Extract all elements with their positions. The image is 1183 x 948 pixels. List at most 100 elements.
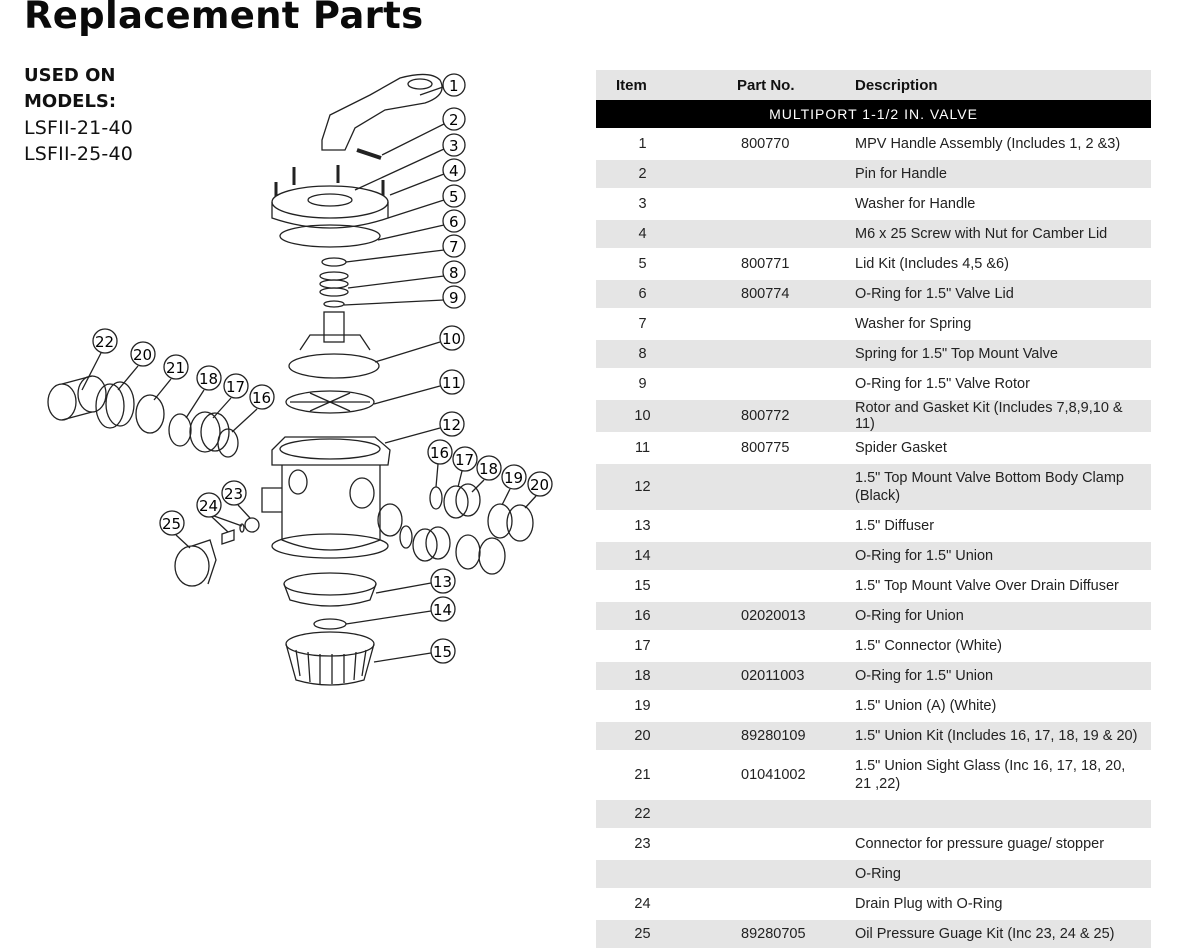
callout-labels: 1 2 3 4 5 6 7 8 9 10 11 12 13 14 15 22 2… xyxy=(81,73,553,664)
svg-text:22: 22 xyxy=(95,333,114,351)
spider-gasket-part xyxy=(285,390,375,414)
header-item: Item xyxy=(596,70,689,100)
svg-text:15: 15 xyxy=(433,643,452,661)
model-name: LSFII-25-40 xyxy=(24,143,134,165)
svg-text:16: 16 xyxy=(430,444,449,462)
description-cell: Oil Pressure Guage Kit (Inc 23, 24 & 25) xyxy=(855,918,1151,948)
svg-text:14: 14 xyxy=(433,601,452,619)
rotor-part xyxy=(288,311,380,379)
exploded-valve-diagram: 1 2 3 4 5 6 7 8 9 10 11 12 13 14 15 22 2… xyxy=(47,73,553,686)
callout-18: 18 xyxy=(185,365,222,419)
callout-21: 21 xyxy=(153,354,189,401)
item-cell: 15 xyxy=(596,570,689,601)
part-no-cell xyxy=(689,510,855,541)
part-no-cell: 89280109 xyxy=(689,720,855,751)
callout-17: 17 xyxy=(212,373,249,419)
callout-20: 20 xyxy=(117,341,156,391)
item-cell: 20 xyxy=(596,720,689,751)
callout-14: 14 xyxy=(345,596,456,625)
item-cell: 19 xyxy=(596,690,689,721)
item-cell: 21 xyxy=(596,750,689,799)
part-no-cell xyxy=(689,888,855,919)
pin-part xyxy=(356,148,382,160)
callout-16b: 16 xyxy=(427,439,453,488)
svg-text:18: 18 xyxy=(479,460,498,478)
description-cell: 1.5" Connector (White) xyxy=(855,630,1151,661)
description-cell: Drain Plug with O-Ring xyxy=(855,888,1151,919)
used-on-models: USED ON MODELS: LSFII-21-40 LSFII-25-40 xyxy=(24,63,133,167)
section-row: MULTIPORT 1-1/2 IN. VALVE xyxy=(596,100,1151,129)
part-no-cell: 89280705 xyxy=(689,918,855,948)
header-part-no: Part No. xyxy=(689,70,855,100)
description-cell: 1.5" Diffuser xyxy=(855,510,1151,541)
part-no-cell xyxy=(689,158,855,189)
part-no-cell: 800775 xyxy=(689,432,855,463)
callout-3: 3 xyxy=(354,133,466,191)
svg-text:18: 18 xyxy=(199,370,218,388)
drain-diffuser-part xyxy=(285,631,375,686)
part-no-cell: 800774 xyxy=(689,278,855,309)
part-no-cell xyxy=(689,828,855,859)
svg-text:16: 16 xyxy=(252,389,271,407)
description-cell: O-Ring for 1.5" Union xyxy=(855,540,1151,571)
svg-text:9: 9 xyxy=(449,289,459,307)
callout-24: 24 xyxy=(196,492,243,533)
description-cell: O-Ring for Union xyxy=(855,600,1151,631)
lid-oring-part xyxy=(279,224,381,248)
model-name: LSFII-21-40 xyxy=(24,117,134,139)
part-no-cell: 800771 xyxy=(689,248,855,279)
svg-text:1: 1 xyxy=(449,77,459,95)
part-no-cell xyxy=(689,570,855,601)
callout-18b: 18 xyxy=(471,455,502,493)
used-on-label: USED ON xyxy=(24,65,116,86)
left-union-parts xyxy=(47,375,239,458)
svg-text:20: 20 xyxy=(133,346,152,364)
item-cell: 3 xyxy=(596,188,689,219)
callout-1: 1 xyxy=(419,73,466,97)
parts-table: Item Part No. Description MULTIPORT 1-1/… xyxy=(596,70,1151,948)
svg-text:6: 6 xyxy=(449,213,459,231)
part-no-cell xyxy=(689,338,855,369)
part-no-cell: 01041002 xyxy=(689,750,855,799)
washer-part xyxy=(321,257,347,267)
models-label: MODELS: xyxy=(24,91,117,112)
section-title: MULTIPORT 1-1/2 IN. VALVE xyxy=(596,100,1151,129)
item-cell: 5 xyxy=(596,248,689,279)
spring-part xyxy=(319,271,349,297)
gauge-parts xyxy=(174,517,260,587)
item-cell: 11 xyxy=(596,432,689,463)
part-no-cell xyxy=(689,690,855,721)
part-no-cell xyxy=(689,630,855,661)
description-cell: Connector for pressure guage/ stopper xyxy=(855,828,1151,859)
callout-19: 19 xyxy=(501,464,527,506)
item-cell: 1 xyxy=(596,128,689,159)
svg-text:12: 12 xyxy=(442,416,461,434)
table-row: 19 1.5" Union (A) (White) xyxy=(596,690,1151,721)
item-cell: 6 xyxy=(596,278,689,309)
callout-13: 13 xyxy=(375,568,456,594)
description-cell: O-Ring for 1.5" Union xyxy=(855,660,1151,691)
callout-9: 9 xyxy=(343,285,466,309)
description-cell: 1.5" Union (A) (White) xyxy=(855,690,1151,721)
description-cell: 1.5" Top Mount Valve Bottom Body Clamp (… xyxy=(855,462,1151,511)
right-union-parts xyxy=(399,483,534,575)
item-cell: 22 xyxy=(596,798,689,829)
description-cell: O-Ring xyxy=(855,858,1151,889)
item-cell: 18 xyxy=(596,660,689,691)
description-cell: MPV Handle Assembly (Includes 1, 2 &3) xyxy=(855,128,1151,159)
item-cell: 25 xyxy=(596,918,689,948)
description-cell: O-Ring for 1.5" Valve Lid xyxy=(855,278,1151,309)
description-cell: Rotor and Gasket Kit (Includes 7,8,9,10 … xyxy=(855,398,1151,433)
part-no-cell xyxy=(689,218,855,249)
